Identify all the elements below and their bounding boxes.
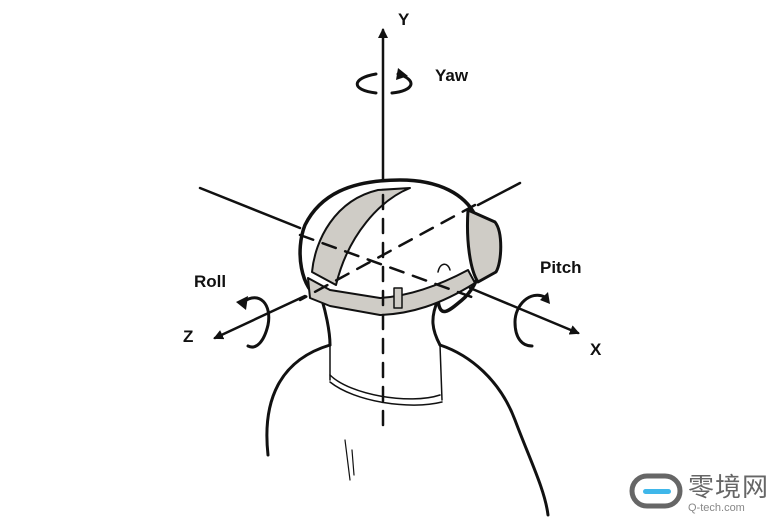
strap-buckle: [393, 287, 403, 309]
pitch-arrowhead-icon: [540, 292, 550, 304]
neck-lines: [329, 344, 443, 401]
roll-rotation-arrow: [241, 296, 271, 349]
watermark-logo-icon: [629, 473, 683, 509]
x-axis-line: [468, 286, 580, 335]
watermark: 零境网 Q-tech.com: [688, 474, 769, 514]
ear: [437, 263, 451, 273]
watermark-domain: Q-tech.com: [688, 502, 745, 514]
shoulders-outline: [265, 343, 550, 517]
roll-label: Roll: [194, 272, 227, 291]
pitch-label: Pitch: [540, 258, 582, 277]
top-strap: [311, 187, 411, 286]
collar: [329, 374, 443, 406]
yaw-label: Yaw: [435, 66, 469, 85]
watermark-name: 零境网: [688, 472, 770, 502]
z-axis-line-back: [476, 181, 522, 207]
headset-visor: [466, 208, 503, 284]
y-axis-label: Y: [398, 10, 410, 29]
head-outline: [298, 178, 486, 314]
torso-detail: [344, 439, 355, 481]
pitch-rotation-arrow: [513, 293, 547, 348]
yaw-arrowhead-icon: [396, 68, 408, 80]
x-axis-line-back: [198, 186, 302, 230]
z-axis-label: Z: [183, 327, 194, 346]
z-axis-dashed: [298, 203, 477, 302]
x-axis-dashed: [298, 233, 482, 302]
x-axis-label: X: [590, 340, 602, 359]
z-axis-line: [213, 294, 307, 340]
roll-arrowhead-icon: [236, 296, 248, 310]
